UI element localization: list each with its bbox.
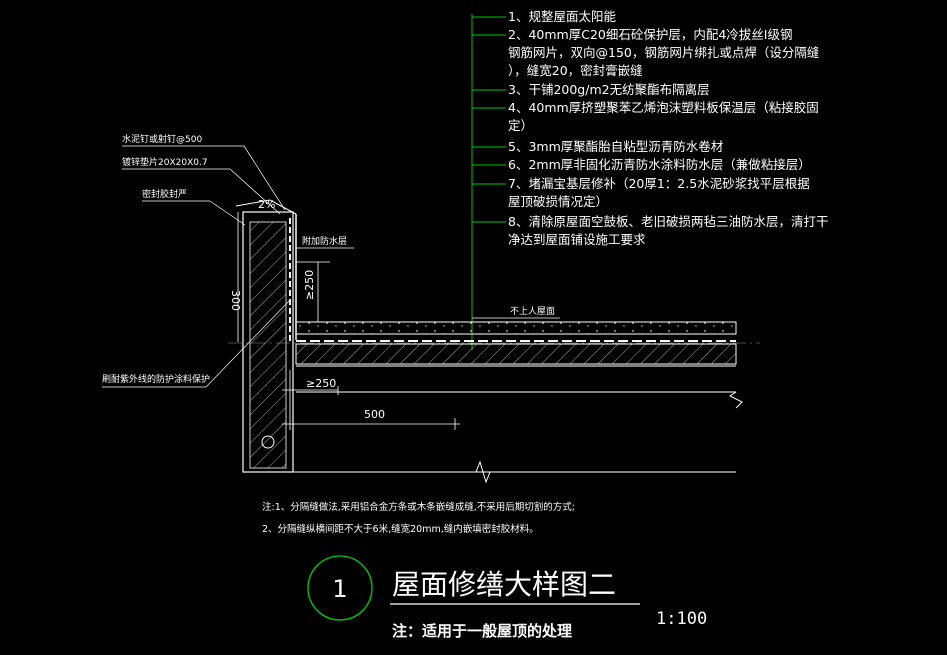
upturn-height-dim: ≥250 [303,270,316,300]
callout-line: 定） [508,118,533,133]
note-line-2: 2、分隔缝纵横间距不大于6米,缝宽20mm,缝内嵌填密封胶材料。 [262,523,539,535]
callout-line: 2、40mm厚C20细石砼保护层，内配4冷拔丝Ⅰ级钢 [508,27,793,42]
coating-label: 刷耐紫外线的防护涂料保护 [102,373,210,385]
slope-label: 2% [258,198,275,211]
roof-label: 不上人屋面 [510,306,555,317]
horizontal-500-dim: 500 [364,408,385,421]
drawing-title: 屋面修缮大样图二 [392,568,616,601]
sealant-label: 密封胶封严 [142,188,187,200]
nail-label: 水泥钉或射钉@500 [122,133,202,145]
callout-line: 4、40mm厚挤塑聚苯乙烯泡沫塑料板保温层（粘接胶固 [508,100,819,115]
drawing-subtitle: 注：适用于一般屋顶的处理 [392,622,572,640]
drawing-number: 1 [332,575,347,603]
drawing-scale: 1:100 [656,609,707,629]
layer-leader-lines [471,14,506,350]
extra-layer-label: 附加防水层 [302,235,347,247]
washer-label: 镀锌垫片20X20X0.7 [122,156,208,168]
callout-line: 屋顶破损情况定） [508,194,608,209]
drawing-number-circle [307,555,373,621]
callout-line: 钢筋网片，双向@150，钢筋网片绑扎或点焊（设分隔缝 [508,45,819,60]
callout-line: 5、3mm厚聚酯胎自粘型沥青防水卷材 [508,139,723,154]
callout-line: 净达到屋面铺设施工要求 [508,232,646,247]
callout-line: 7、堵漏宝基层修补（20厚1：2.5水泥砂浆找平层根据 [508,176,810,191]
layer-callout-list: 1、规整屋面太阳能 2、40mm厚C20细石砼保护层，内配4冷拔丝Ⅰ级钢 钢筋网… [508,9,828,247]
parapet-height-dim: 300 [229,290,242,311]
horizontal-extent-dim: ≥250 [306,377,336,390]
callout-line: 1、规整屋面太阳能 [508,9,616,24]
left-annotations: 水泥钉或射钉@500 镀锌垫片20X20X0.7 密封胶封严 刷耐紫外线的防护涂… [102,133,560,388]
title-block: 1 屋面修缮大样图二 注：适用于一般屋顶的处理 1:100 [307,555,707,640]
roof-layer-stack [228,321,760,484]
callout-line: 8、清除原屋面空鼓板、老旧破损两毡三油防水层，清打干 [508,214,828,229]
callout-line: 3、干铺200g/m2无纺聚酯布隔离层 [508,82,710,97]
callout-line: 6、2mm厚非固化沥青防水涂料防水层（兼做粘接层） [508,157,811,172]
dimension-lines [237,212,460,430]
parapet-wall [235,199,297,473]
note-line-1: 注:1、分隔缝做法,采用铝合金方条或木条嵌缝成缝,不采用后期切割的方式; [262,501,575,513]
callout-line: ），缝宽20，密封膏嵌缝 [508,63,643,78]
